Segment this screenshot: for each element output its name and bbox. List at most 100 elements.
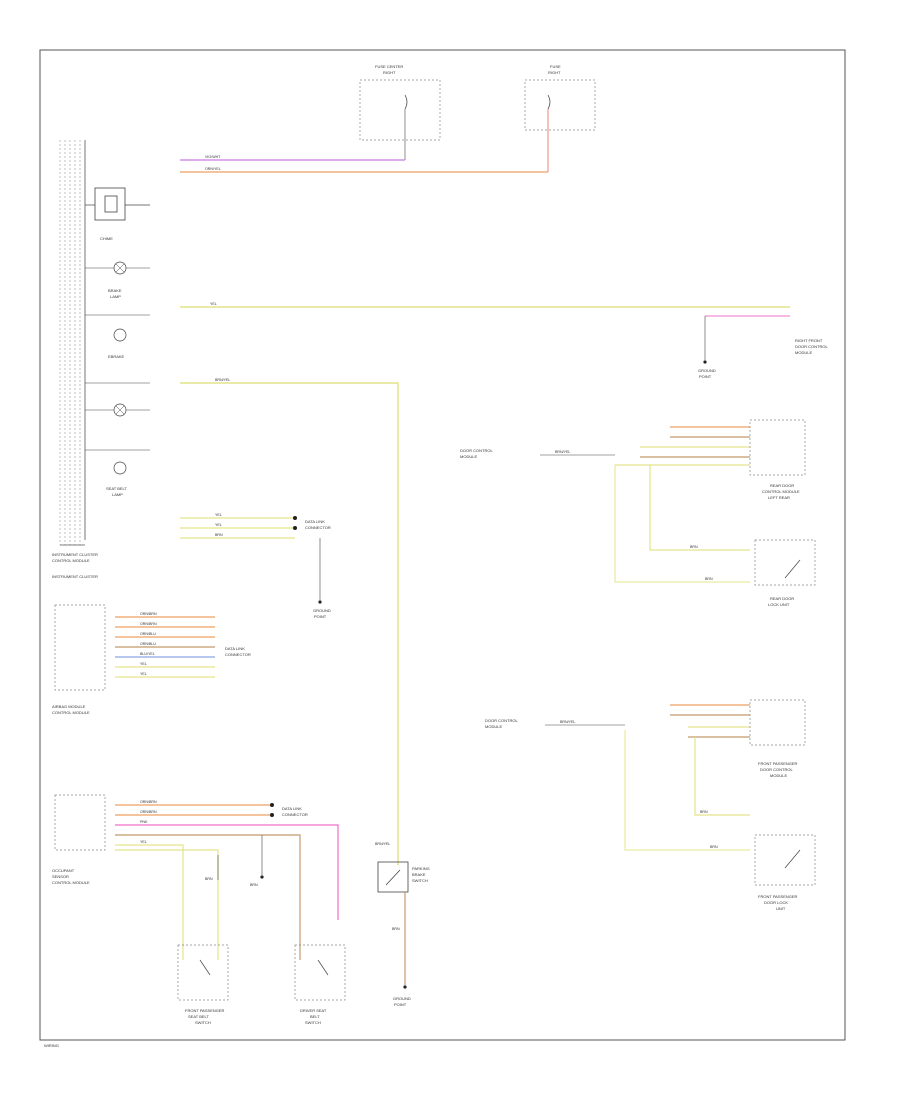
- brake-lamp-label-2: LAMP: [110, 294, 121, 299]
- wire-label: BRN: [690, 545, 698, 549]
- ground-left-label-2: POINT: [314, 614, 327, 619]
- rear-lock-left-label-2: LOCK UNIT: [768, 602, 790, 607]
- front-pass-lock-label-3: UNIT: [776, 906, 786, 911]
- ground-center-label-2: POINT: [394, 1002, 407, 1007]
- rear-door-left-label-2: CONTROL MODULE: [762, 489, 800, 494]
- park-switch-label: PARKING: [412, 866, 430, 871]
- instrument-cluster: CHIME BRAKE LAMP EBRAKE SEAT BELT LAMP I…: [52, 140, 150, 579]
- airbag-module: ORN/BRN ORN/BRN ORN/BLU ORN/BLU BLU/YEL …: [52, 604, 251, 715]
- cluster-label: INSTRUMENT CLUSTER: [52, 552, 98, 557]
- park-switch-label-3: SWITCH: [412, 878, 428, 883]
- wire-label: BRN: [700, 810, 708, 814]
- wire-label: BLU/YEL: [140, 652, 155, 656]
- driver-belt-label: DRIVER SEAT: [300, 1008, 327, 1013]
- ebrake-label: EBRAKE: [108, 354, 125, 359]
- wire-label: BRN: [392, 927, 400, 931]
- fuse-label-2: RIGHT: [548, 70, 561, 75]
- wire-label: BRN: [705, 577, 713, 581]
- wire-label: BRN: [250, 883, 258, 887]
- driver-belt-label-2: BELT: [310, 1014, 320, 1019]
- fuse-label-2: RIGHT: [383, 70, 396, 75]
- occupant-sensor-module: ORN/BRN ORN/BRN PNK YEL DATA LINK CONNEC…: [52, 794, 346, 1025]
- door-ctrl-label: DOOR CONTROL: [460, 448, 493, 453]
- wire-label: YEL: [140, 840, 147, 844]
- fuse-center-right: FUSE CENTER RIGHT: [359, 64, 441, 160]
- ground-right-label-2: POINT: [699, 374, 712, 379]
- belt-lamp-label: SEAT BELT: [106, 486, 127, 491]
- front-belt-label-3: SWITCH: [195, 1020, 211, 1025]
- parking-brake-switch: PARKING BRAKE SWITCH BRN/YEL BRN GROUND …: [375, 842, 430, 1007]
- chime-icon: [94, 187, 126, 221]
- wire-label: ORN/BLU: [140, 642, 156, 646]
- wire-label: YEL: [140, 672, 147, 676]
- wire-label: BRN/YEL: [555, 450, 570, 454]
- cluster-label-3: INSTRUMENT CLUSTER: [52, 574, 98, 579]
- occupant-label-3: CONTROL MODULE: [52, 880, 90, 885]
- wire-label: BRN/YEL: [560, 720, 575, 724]
- right-front-door-label: RIGHT FRONT: [795, 338, 823, 343]
- door-ctrl-label-2: MODULE: [460, 454, 477, 459]
- wire-label: ORN/YEL: [205, 167, 221, 171]
- rear-door-right-label: FRONT PASSENGER: [758, 761, 798, 766]
- airbag-mod-label-2: CONTROL MODULE: [52, 710, 90, 715]
- wire-label: BRN: [215, 533, 223, 537]
- wire-label: ORN/BRN: [140, 622, 157, 626]
- front-pass-lock-label-2: DOOR LOCK: [764, 900, 788, 905]
- wire-label: ORN/BRN: [140, 810, 157, 814]
- wire-label: BRN: [710, 845, 718, 849]
- wire-label: ORN/BRN: [140, 612, 157, 616]
- front-belt-label: FRONT PASSENGER: [185, 1008, 225, 1013]
- wire-label: BRN/YEL: [375, 842, 390, 846]
- right-front-door-label-2: DOOR CONTROL: [795, 344, 828, 349]
- ground-icon: [403, 985, 407, 989]
- chime-label: CHIME: [100, 236, 113, 241]
- rear-lock-left-label: REAR DOOR: [770, 596, 794, 601]
- data-link-label: DATA LINK: [225, 646, 245, 651]
- wire-label: ORN/BLU: [140, 632, 156, 636]
- belt-lamp-label-2: LAMP: [112, 492, 123, 497]
- data-link-label-2: CONNECTOR: [282, 812, 308, 817]
- rear-door-left-module: BRN/YEL DOOR CONTROL MODULE REAR DOOR CO…: [460, 419, 816, 607]
- lamp-icon: [113, 328, 127, 342]
- data-link-label: DATA LINK: [282, 806, 302, 811]
- occupant-label: OCCUPANT: [52, 868, 75, 873]
- occupant-label-2: SENSOR: [52, 874, 69, 879]
- diagram-frame: [39, 49, 846, 1041]
- data-link-label-2: CONNECTOR: [305, 525, 331, 530]
- wire-label: BRN: [205, 877, 213, 881]
- wire-label: BRN/YEL: [215, 378, 230, 382]
- data-link-label: DATA LINK: [305, 519, 325, 524]
- park-switch-label-2: BRAKE: [412, 872, 426, 877]
- door-ctrl-label: DOOR CONTROL: [485, 718, 518, 723]
- right-front-door-label-3: MODULE: [795, 350, 812, 355]
- door-ctrl-label-2: MODULE: [485, 724, 502, 729]
- ground-icon: [318, 600, 322, 604]
- wire-label: YEL: [140, 662, 147, 666]
- front-passenger-door-module: BRN/YEL DOOR CONTROL MODULE FRONT PASSEN…: [485, 699, 816, 911]
- rear-door-right-label-3: MODULE: [770, 773, 787, 778]
- ground-right-label: GROUND: [698, 368, 716, 373]
- front-belt-label-2: SEAT BELT: [188, 1014, 209, 1019]
- wire-label: ORN/BRN: [140, 800, 157, 804]
- driver-belt-label-3: SWITCH: [305, 1020, 321, 1025]
- rear-door-right-label-2: DOOR CONTROL: [760, 767, 793, 772]
- corner-label: WIRING: [44, 1043, 59, 1048]
- wire-label: PNK: [140, 820, 148, 824]
- wire-label: VIO/WHT: [205, 155, 221, 159]
- rear-door-left-label: REAR DOOR: [770, 483, 794, 488]
- cluster-label-2: CONTROL MODULE: [52, 558, 90, 563]
- data-link-label-2: CONNECTOR: [225, 652, 251, 657]
- ground-center-label: GROUND: [393, 996, 411, 1001]
- fuse-label: FUSE CENTER: [375, 64, 403, 69]
- wire-label: YEL: [210, 302, 217, 306]
- fuse-right: FUSE RIGHT: [524, 64, 596, 172]
- brake-lamp-label: BRAKE: [108, 288, 122, 293]
- fuse-label: FUSE: [550, 64, 561, 69]
- rear-door-left-label-3: LEFT REAR: [768, 495, 790, 500]
- lamp-icon: [113, 461, 127, 475]
- front-pass-lock-label: FRONT PASSENGER: [758, 894, 798, 899]
- wire-label: YEL: [215, 523, 222, 527]
- wire-label: YEL: [215, 513, 222, 517]
- ground-icon: [703, 360, 707, 364]
